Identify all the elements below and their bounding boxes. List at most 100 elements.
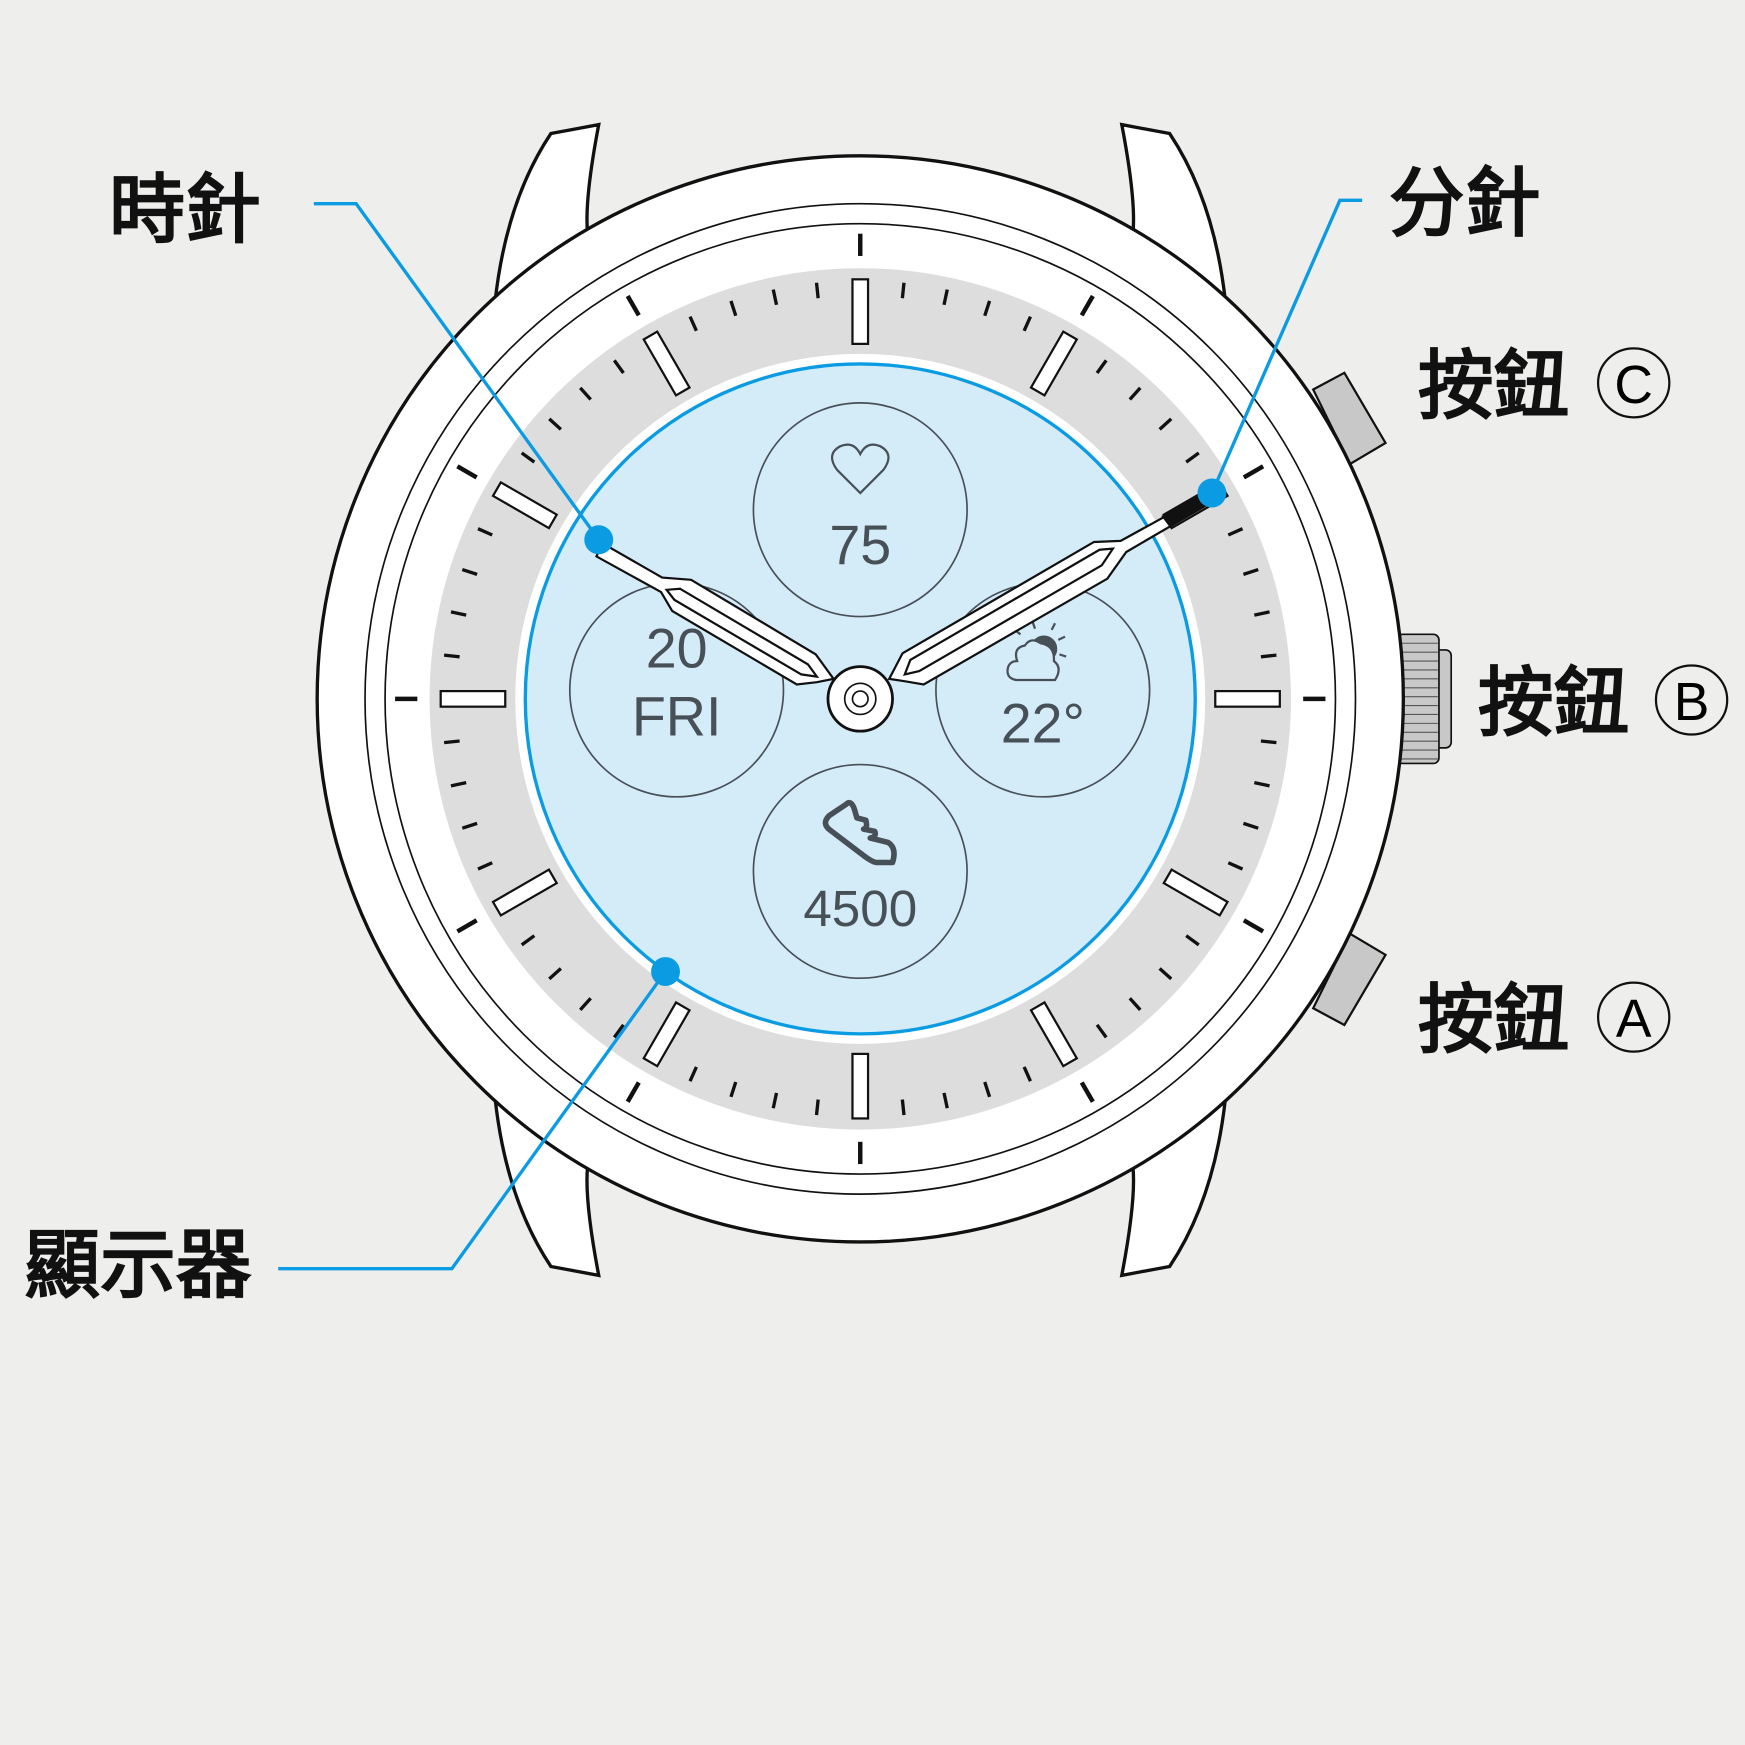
hour-marker [491, 480, 559, 530]
hour-marker [1162, 868, 1230, 917]
minute-tick [520, 934, 536, 947]
minute-tick [688, 315, 698, 332]
minute-tick [1095, 359, 1108, 374]
hour-tick-outer [625, 1081, 641, 1103]
circled-letter-b: B [1654, 664, 1729, 736]
leader-line-hour-hand [313, 201, 601, 541]
callout-dot-display [651, 957, 680, 987]
callout-dot-hour-hand [584, 525, 614, 555]
minute-tick [942, 289, 949, 306]
label-button-b: 按鈕 [1478, 659, 1629, 747]
minute-tick [771, 289, 779, 306]
hour-tick-outer [1242, 918, 1265, 934]
label-display: 顯示器 [24, 1221, 252, 1309]
bezel-ring-outer [364, 202, 1357, 1195]
minute-tick [983, 300, 992, 317]
subdial-steps [752, 763, 968, 980]
minute-tick [942, 1092, 949, 1109]
minute-tick [900, 1099, 906, 1116]
hour-tick-outer [625, 294, 641, 317]
leader-line-minute-hand [1210, 198, 1363, 494]
minute-tick [579, 997, 592, 1011]
svg-text:C: C [1614, 356, 1653, 415]
label-button-a: 按鈕 [1418, 976, 1569, 1064]
hand-pinion [826, 665, 894, 733]
bezel-ring-inner [384, 222, 1337, 1175]
minute-tick [1260, 739, 1277, 745]
hour-tick-outer [1242, 464, 1265, 480]
minute-tick [1185, 451, 1200, 464]
hour-marker [491, 868, 559, 917]
minute-tick [477, 861, 493, 871]
minute-tick [729, 1081, 738, 1098]
temperature-value: 22° [1001, 692, 1085, 754]
button-b-crown[interactable] [1395, 633, 1453, 765]
hour-marker [851, 1052, 870, 1120]
hour-tick-outer [1079, 294, 1095, 317]
minute-tick [1253, 610, 1270, 617]
hour-marker [642, 330, 692, 397]
minute-tick [1260, 653, 1277, 659]
minute-tick [477, 527, 493, 537]
minute-tick [688, 1066, 698, 1082]
minute-tick [900, 282, 906, 299]
shoe-steps-icon [822, 800, 897, 866]
minute-tick [1185, 934, 1200, 947]
label-hour-hand: 時針 [109, 166, 260, 254]
minute-tick [579, 386, 592, 401]
circled-letter-c: C [1596, 347, 1671, 419]
weather-partly-cloudy-icon [1006, 621, 1067, 682]
heart-icon [831, 443, 890, 495]
minute-tick [520, 451, 536, 464]
hour-tick-outer [456, 918, 478, 934]
date-day: 20 [646, 618, 708, 680]
minute-tick [1158, 967, 1173, 981]
minute-tick [1022, 315, 1032, 332]
minute-tick [443, 653, 460, 659]
minute-tick [1242, 567, 1259, 576]
minute-tick [450, 610, 467, 617]
hour-marker [851, 278, 870, 345]
svg-text:A: A [1616, 990, 1652, 1049]
label-minute-hand: 分針 [1389, 159, 1540, 247]
minute-tick [548, 417, 562, 431]
heart-rate-value: 75 [829, 514, 891, 576]
minute-tick [1242, 821, 1259, 830]
minute-tick [729, 300, 738, 317]
hour-tick-outer [456, 464, 478, 480]
hour-marker [1029, 1000, 1079, 1068]
minute-tick [1158, 417, 1173, 431]
minute-tick [814, 282, 820, 299]
minute-tick [1253, 781, 1270, 788]
minute-tick [443, 739, 460, 745]
leader-line-display [278, 970, 667, 1271]
circled-letter-a: A [1596, 981, 1671, 1053]
minute-tick [1128, 386, 1142, 401]
hour-marker [439, 689, 507, 708]
minute-tick [612, 359, 625, 374]
minute-tick [1227, 861, 1244, 871]
minute-tick [548, 967, 562, 981]
minute-tick [1095, 1023, 1108, 1039]
hour-tick-outer [1079, 1081, 1095, 1103]
minute-hand [887, 493, 1210, 686]
label-button-c: 按鈕 [1418, 342, 1569, 430]
hour-hand [595, 541, 836, 686]
minute-tick [814, 1099, 820, 1116]
minute-tick [1022, 1066, 1032, 1082]
callout-dot-minute-hand [1197, 478, 1227, 508]
hour-marker [1029, 330, 1079, 397]
minute-tick [461, 821, 478, 830]
minute-tick [983, 1081, 992, 1098]
minute-tick [1128, 997, 1142, 1011]
minute-tick [771, 1092, 779, 1109]
subdial-heart-rate [752, 402, 968, 618]
minute-tick [450, 781, 467, 788]
hour-marker [1214, 689, 1281, 708]
minute-tick [461, 567, 478, 576]
svg-text:B: B [1674, 673, 1710, 732]
watch-lugs [493, 122, 1228, 1278]
date-weekday: FRI [632, 686, 722, 748]
